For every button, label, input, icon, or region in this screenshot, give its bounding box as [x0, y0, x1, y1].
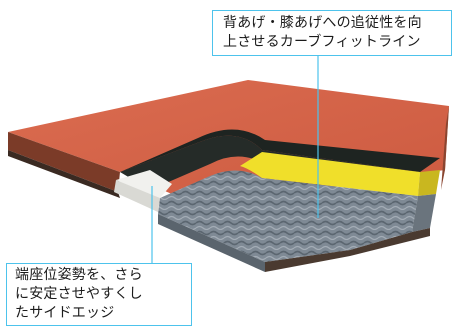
white-side-edge-front	[114, 180, 160, 212]
mattress-cover-side-right	[441, 106, 449, 190]
callout-bottom-line-1: 端座位姿勢を、さら	[15, 267, 143, 283]
curve-fit-foam	[120, 135, 420, 190]
mattress-base-strip	[8, 150, 120, 198]
callout-side-edge: 端座位姿勢を、さら に安定させやすくし たサイドエッジ	[6, 263, 192, 326]
yellow-layer-side	[418, 170, 440, 196]
mattress-cover-side	[8, 132, 120, 192]
callout-bottom-line-3: たサイドエッジ	[15, 305, 115, 321]
mattress-bottom-edge	[265, 228, 430, 272]
mesh-base-right	[412, 194, 436, 232]
callout-bottom-line-2: に安定させやすくし	[15, 286, 143, 302]
callout-top-line-2: 上させるカーブフィットライン	[223, 34, 421, 50]
mesh-base-front	[158, 214, 265, 272]
mesh-base-layer	[158, 170, 418, 262]
curve-fit-foam-top	[120, 129, 440, 172]
yellow-layer	[240, 152, 420, 196]
white-side-edge	[116, 170, 172, 198]
callout-curve-fit-line: 背あげ・膝あげへの追従性を向 上させるカーブフィットライン	[212, 10, 452, 56]
callout-top-line-1: 背あげ・膝あげへの追従性を向	[223, 15, 422, 31]
